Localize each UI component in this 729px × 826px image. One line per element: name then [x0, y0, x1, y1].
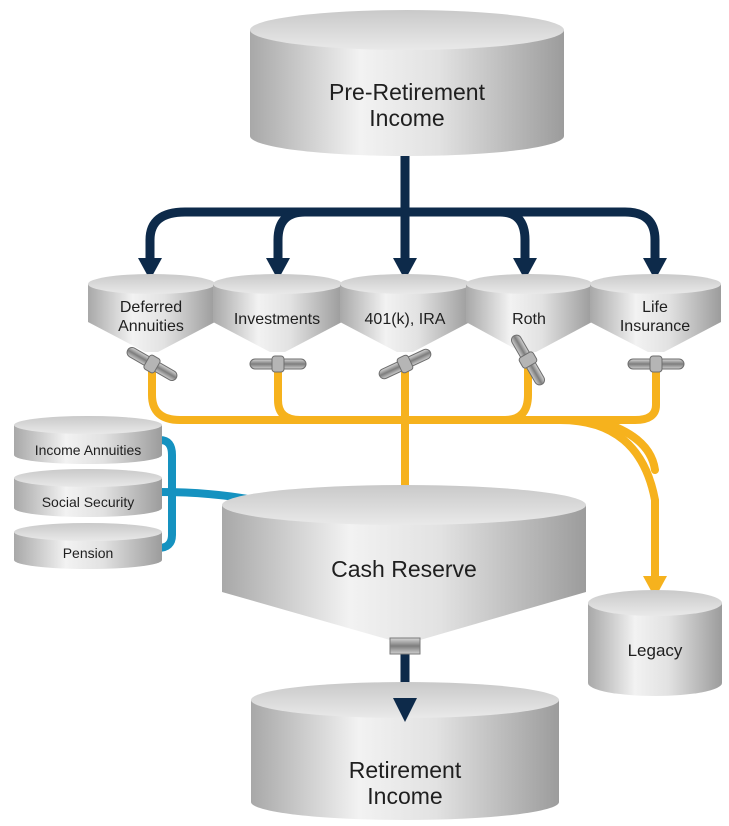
arrow-head-icon	[138, 258, 162, 280]
gold-flow-to-legacy-a	[556, 416, 659, 582]
gold-flow-life	[586, 366, 660, 424]
life-insurance-label-2: Insurance	[620, 318, 690, 335]
pre-retirement-income-label-1: Pre-Retirement	[329, 79, 486, 105]
gold-flow-investments	[274, 366, 304, 424]
navy-flow-arrows	[145, 145, 660, 705]
pre-retirement-income-label-2: Income	[369, 105, 444, 131]
pre-retirement-income-cylinder: Pre-Retirement Income	[250, 10, 564, 156]
gold-flow-to-legacy-b	[591, 416, 659, 474]
arrow-branch-deferred	[145, 207, 410, 267]
gold-flow-deferred	[148, 366, 604, 424]
income-annuities-label: Income Annuities	[35, 442, 142, 458]
arrow-head-icon	[513, 258, 537, 280]
arrow-branch-roth	[400, 207, 530, 267]
pension-label: Pension	[63, 545, 114, 561]
pension-cylinder: Pension	[14, 523, 162, 569]
valve-icon	[249, 355, 307, 373]
gold-flow-roth	[501, 366, 532, 424]
valve-icon	[126, 347, 178, 381]
funnel-401k-ira: 401(k), IRA	[340, 274, 470, 352]
arrow-head-icon	[266, 258, 290, 280]
cash-reserve-label: Cash Reserve	[331, 556, 477, 582]
funnel-investments: Investments	[213, 274, 342, 352]
legacy-label: Legacy	[628, 641, 683, 660]
ira-401k-label: 401(k), IRA	[365, 311, 446, 328]
retirement-income-label-2: Income	[367, 783, 442, 809]
funnel-life-insurance: Life Insurance	[590, 274, 721, 352]
valve-icon	[627, 355, 685, 373]
retirement-income-cylinder: Retirement Income	[251, 682, 559, 820]
arrow-head-icon	[393, 698, 417, 722]
deferred-annuities-label-2: Annuities	[118, 318, 184, 335]
arrow-head-icon	[393, 258, 417, 280]
arrow-branch-life	[400, 207, 660, 267]
roth-label: Roth	[512, 311, 546, 328]
valve-icon	[511, 334, 545, 386]
arrow-branch-investments	[273, 207, 410, 267]
deferred-annuities-label-1: Deferred	[120, 299, 182, 316]
social-security-label: Social Security	[42, 494, 135, 510]
retirement-income-label-1: Retirement	[349, 757, 462, 783]
life-insurance-label-1: Life	[642, 299, 668, 316]
investments-label: Investments	[234, 311, 320, 328]
social-security-cylinder: Social Security	[14, 469, 162, 517]
gold-flow-lines	[148, 366, 660, 582]
valve-icon	[378, 348, 432, 380]
cash-reserve-funnel: Cash Reserve	[222, 485, 586, 655]
funnel-roth: Roth	[466, 274, 592, 352]
income-annuities-cylinder: Income Annuities	[14, 416, 162, 464]
funnel-deferred-annuities: Deferred Annuities	[88, 274, 215, 352]
arrow-head-icon	[643, 258, 667, 280]
arrow-head-icon	[643, 576, 667, 598]
legacy-cylinder: Legacy	[588, 590, 722, 696]
